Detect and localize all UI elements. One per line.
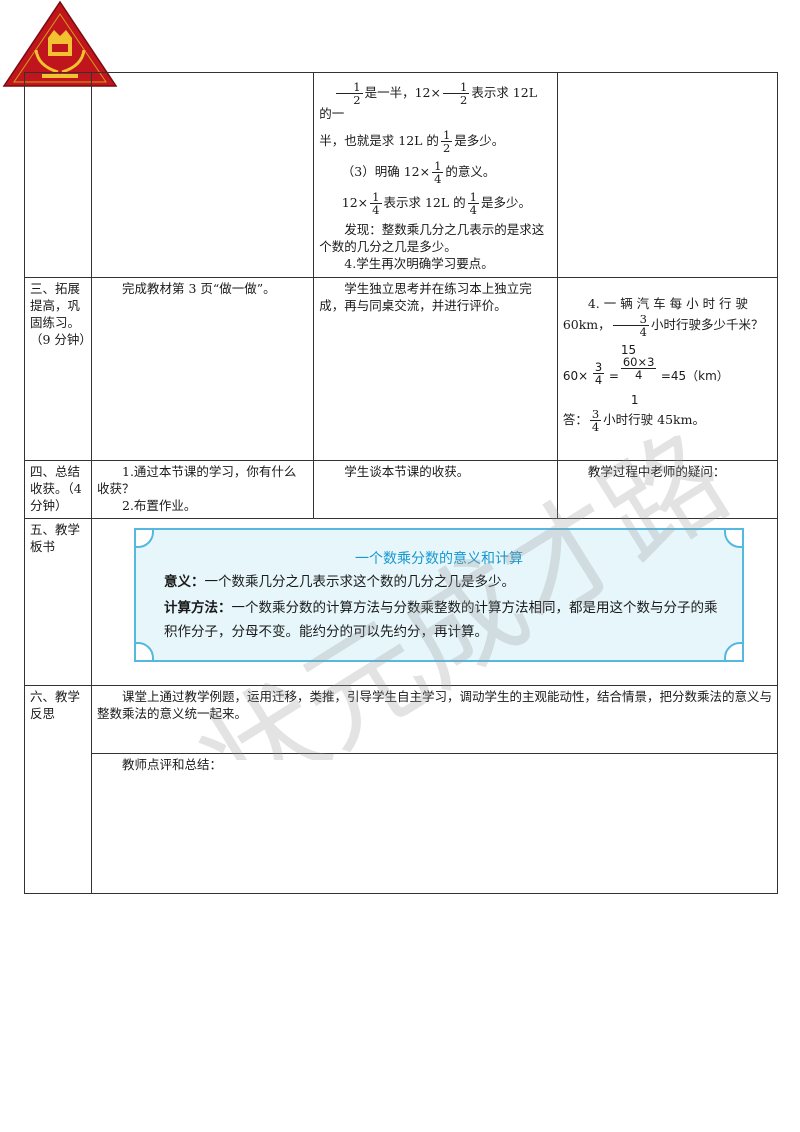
teacher-activity-cell <box>90 72 315 278</box>
blackboard-summary: 一个数乘分数的意义和计算 意义：一个数乘几分之几表示求这个数的几分之几是多少。 … <box>134 528 744 662</box>
stage-cell: 三、拓展提高，巩固练习。（9 分钟） <box>24 277 92 461</box>
teacher-activity-cell: 完成教材第 3 页“做一做”。 <box>90 277 315 461</box>
table-row: 教师点评和总结： <box>25 752 778 894</box>
table-row: 三、拓展提高，巩固练习。（9 分钟） 完成教材第 3 页“做一做”。 学生独立思… <box>24 277 779 461</box>
student-activity-cell: 学生独立思考并在练习本上独立完成，再与同桌交流，并进行评价。 <box>313 277 558 461</box>
student-activity-cell: 学生谈本节课的收获。 <box>313 460 558 519</box>
notes-cell: 教学过程中老师的疑问： <box>556 460 779 519</box>
board-title: 一个数乘分数的意义和计算 <box>355 551 523 567</box>
notes-cell <box>556 72 779 278</box>
stage-cell: 五、教学板书 <box>24 517 92 686</box>
reflection-cell: 课堂上通过教学例题，运用迁移，类推，引导学生自主学习，调动学生的主观能动性，结合… <box>91 684 778 754</box>
table-row: 六、教学反思 课堂上通过教学例题，运用迁移，类推，引导学生自主学习，调动学生的主… <box>24 684 778 894</box>
stage-cell <box>24 72 92 278</box>
comment-cell: 教师点评和总结： <box>91 752 778 894</box>
stage-cell: 四、总结收获。（4 分钟） <box>24 460 92 519</box>
teacher-activity-cell: 1.通过本节课的学习，你有什么收获？ 2.布置作业。 <box>90 460 315 519</box>
stage-cell: 六、教学反思 <box>24 684 92 894</box>
discovery-text: 发现：整数乘几分之几表示的是求这个数的几分之几是多少。 <box>319 222 545 255</box>
step-text: 4.学生再次明确学习要点。 <box>344 256 494 272</box>
board-method: 计算方法：一个数乘分数的计算方法与分数乘整数的计算方法相同，都是用这个数与分子的… <box>164 600 718 640</box>
table-row: 四、总结收获。（4 分钟） 1.通过本节课的学习，你有什么收获？ 2.布置作业。… <box>24 460 779 519</box>
board-meaning: 意义：一个数乘几分之几表示求这个数的几分之几是多少。 <box>164 574 515 590</box>
